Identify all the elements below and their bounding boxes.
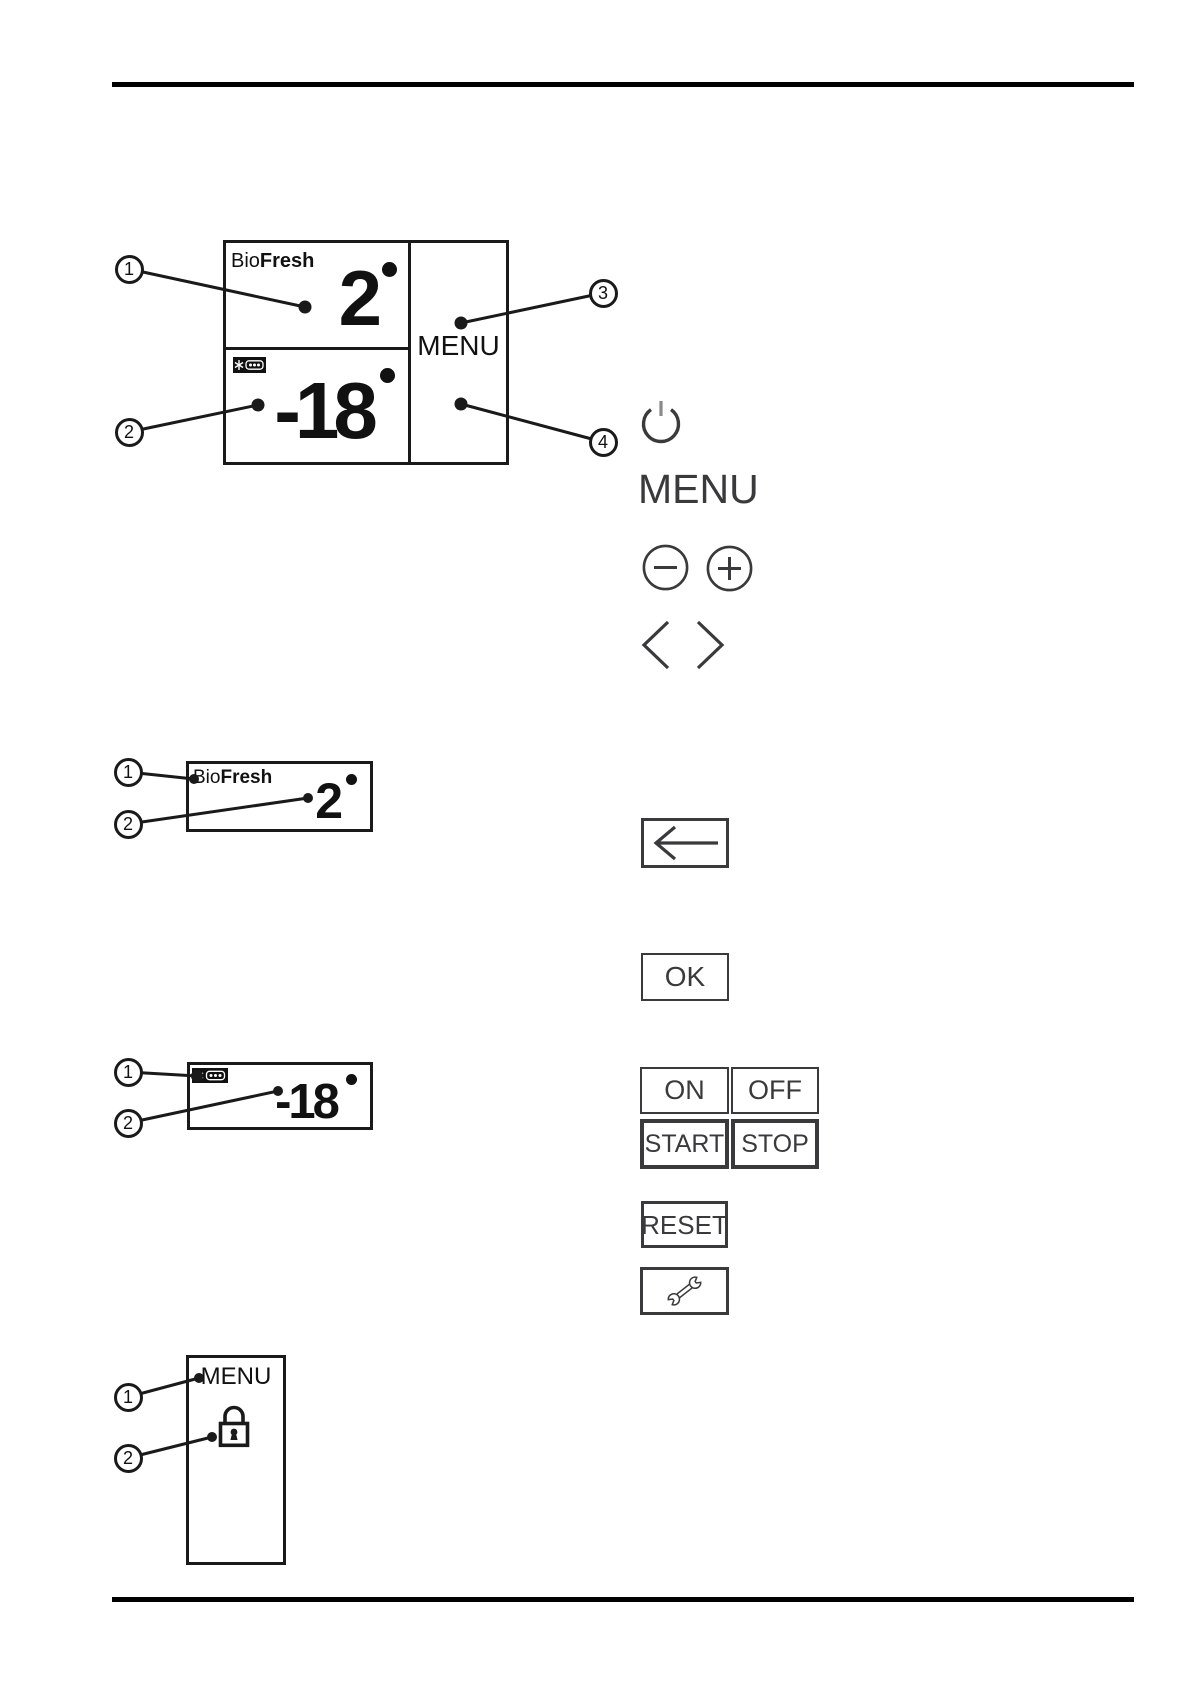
plus-icon <box>706 545 753 592</box>
start-key: START <box>640 1119 729 1169</box>
biofresh-display-panel: BioFresh 2 <box>186 761 373 832</box>
reset-key: RESET <box>641 1201 728 1248</box>
menu-display-panel: MENU <box>186 1355 286 1565</box>
menu-field-label: MENU <box>417 330 500 361</box>
chevron-right-icon <box>696 620 725 670</box>
callout-1: 1 <box>114 254 144 284</box>
bottom-rule <box>112 1597 1134 1602</box>
callout-2: 2 <box>114 417 144 447</box>
stop-key: STOP <box>731 1119 819 1169</box>
off-key: OFF <box>731 1067 819 1114</box>
callout-2: 2 <box>113 1108 143 1138</box>
panel-vertical-divider <box>408 243 411 462</box>
wrench-icon <box>667 1276 702 1306</box>
panel-horizontal-divider <box>226 347 408 350</box>
top-rule <box>112 82 1134 87</box>
callout-4: 4 <box>588 427 618 457</box>
callout-1: 1 <box>113 1382 143 1412</box>
power-icon <box>636 397 686 447</box>
freezer-temperature: -18 <box>275 1075 340 1129</box>
main-display-panel: BioFresh 2 <box>223 240 509 465</box>
fridge-temperature: 2 <box>338 254 382 342</box>
minus-icon <box>642 544 689 591</box>
chevron-arrows <box>639 619 727 671</box>
callout-3: 3 <box>588 278 618 308</box>
back-arrow-icon <box>653 825 718 861</box>
freezer-temperature: -18 <box>274 366 378 455</box>
biofresh-label: BioFresh <box>193 767 273 788</box>
menu-key-label: MENU <box>638 466 759 512</box>
ok-key: OK <box>641 953 729 1001</box>
biofresh-label: BioFresh <box>231 250 315 272</box>
freezer-display-panel: -18 <box>187 1062 373 1130</box>
menu-field-label: MENU <box>200 1363 272 1390</box>
fridge-temperature: 2 <box>315 773 343 829</box>
back-key <box>641 818 729 868</box>
callout-2: 2 <box>113 809 143 839</box>
chevron-left-icon <box>641 620 670 670</box>
callout-1: 1 <box>113 1057 143 1087</box>
frozen-food-icon <box>233 357 266 373</box>
temp-indicator-dot <box>380 368 395 383</box>
callout-2: 2 <box>113 1443 143 1473</box>
on-key: ON <box>640 1067 729 1114</box>
temp-indicator-dot <box>346 1074 357 1085</box>
service-key <box>640 1267 729 1315</box>
temp-indicator-dot <box>382 262 397 277</box>
callout-1: 1 <box>113 757 143 787</box>
temp-indicator-dot <box>346 774 357 785</box>
frozen-food-icon <box>192 1068 228 1083</box>
lock-icon <box>217 1401 251 1449</box>
